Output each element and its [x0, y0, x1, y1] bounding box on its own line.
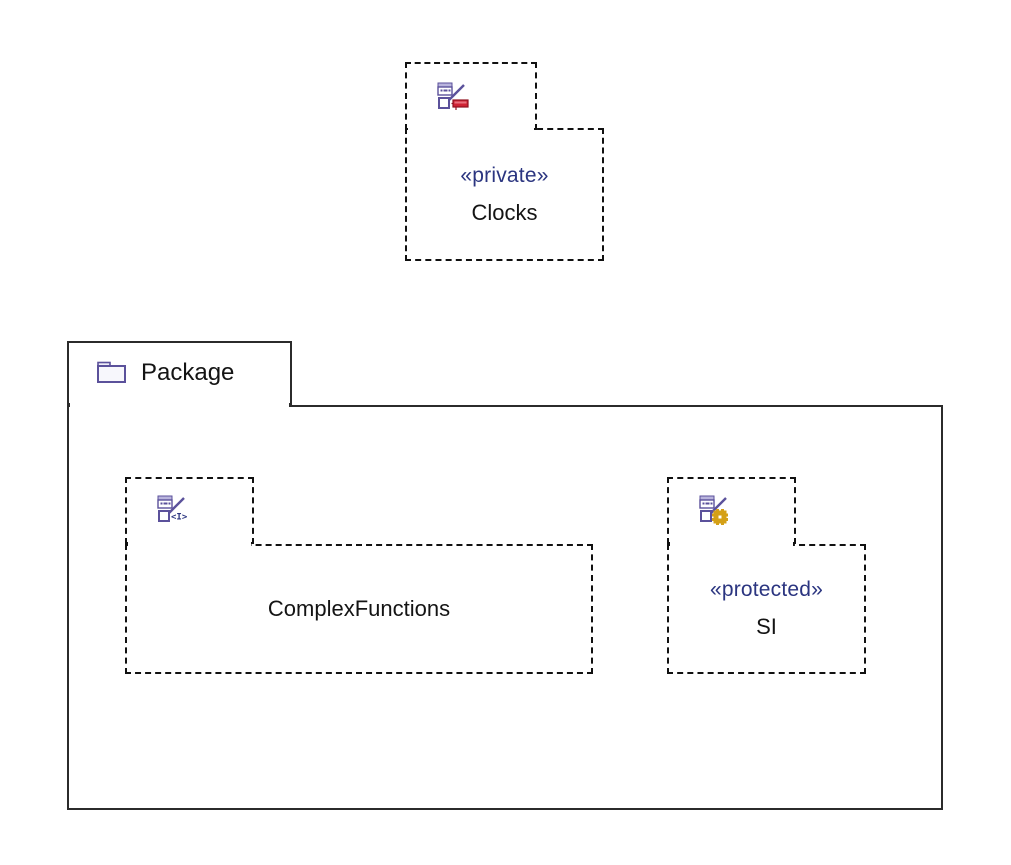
package-header-tab[interactable]: Package: [67, 341, 292, 405]
folder-icon: [97, 361, 126, 383]
package-label: Package: [141, 359, 235, 386]
node-si-body[interactable]: «protected» SI: [667, 544, 866, 674]
node-complexfunctions-seam: [128, 542, 251, 548]
node-clocks-body[interactable]: «private» Clocks: [405, 128, 604, 261]
artifact-gear-icon: [699, 495, 728, 525]
node-complexfunctions-name: ComplexFunctions: [267, 595, 451, 621]
node-complexfunctions-body[interactable]: ComplexFunctions: [125, 544, 593, 674]
node-clocks-name: Clocks: [471, 199, 538, 225]
node-si-name: SI: [756, 614, 777, 640]
node-si-seam: [670, 542, 793, 548]
artifact-deployment-icon: [437, 82, 469, 110]
node-clocks-icon-tab[interactable]: [405, 62, 537, 130]
node-si-stereotype: «protected»: [709, 578, 824, 602]
node-si-icon-tab[interactable]: [667, 477, 796, 544]
artifact-interface-icon: <I>: [157, 495, 188, 523]
node-clocks-seam: [408, 126, 534, 132]
gear-badge: [712, 509, 728, 525]
node-clocks-stereotype: «private»: [460, 163, 549, 187]
package-seam: [70, 403, 289, 408]
svg-text:<I>: <I>: [171, 513, 188, 523]
node-complexfunctions-icon-tab[interactable]: [125, 477, 254, 544]
